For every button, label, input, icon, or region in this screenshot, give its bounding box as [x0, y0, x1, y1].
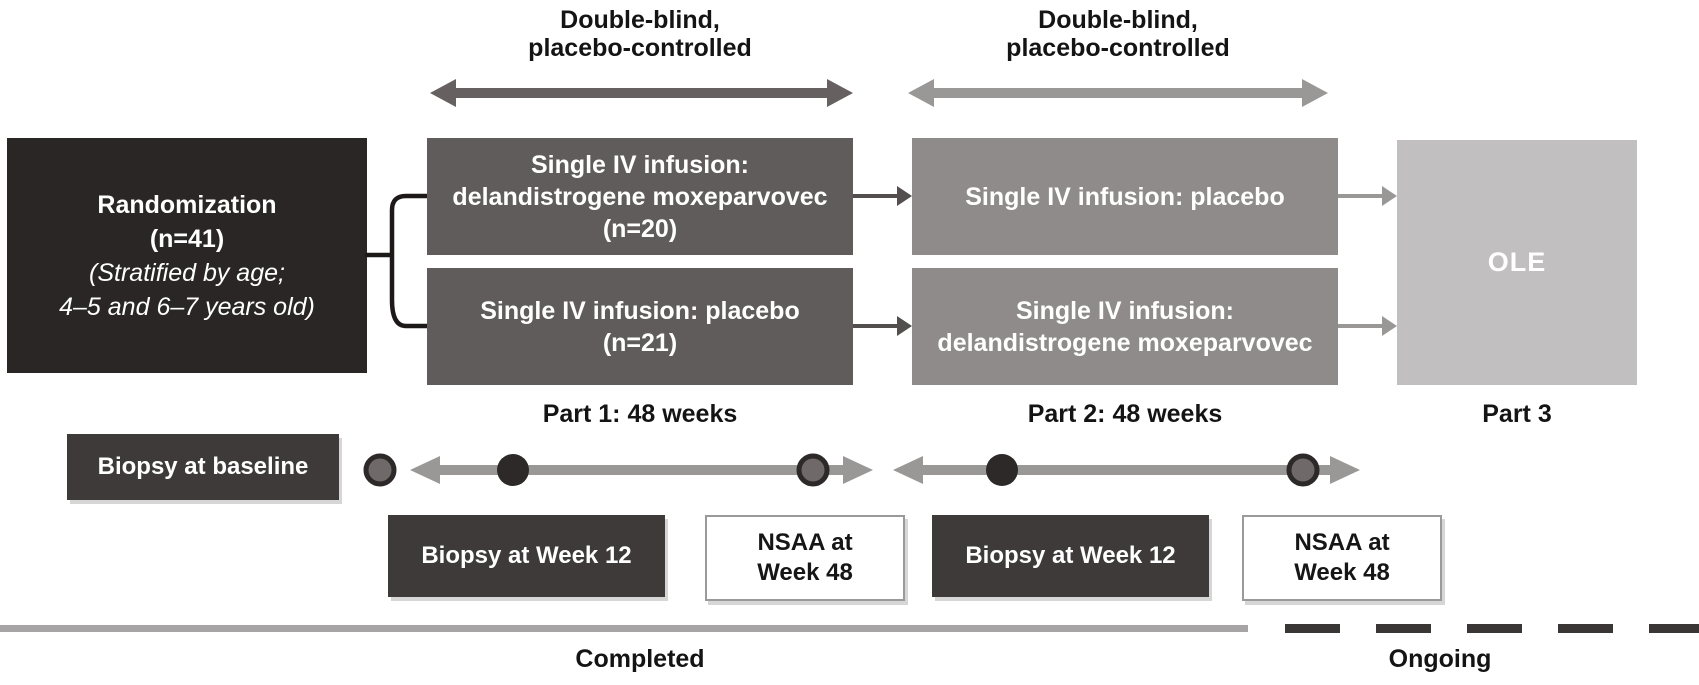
ole-label: OLE	[1487, 247, 1547, 277]
part3-label: Part 3	[1482, 400, 1552, 428]
part1-duration-label: Part 1: 48 weeks	[542, 400, 738, 428]
baseline-biopsy-dot	[363, 453, 397, 487]
completed-status-line	[0, 625, 1248, 632]
part1-week12-biopsy-box: Biopsy at Week 12	[388, 515, 665, 597]
randomization-stratification: (Stratified by age; 4–5 and 6–7 years ol…	[59, 258, 315, 321]
part2-week12-biopsy-dot	[986, 454, 1018, 486]
ongoing-status-dashed-line	[1285, 624, 1699, 633]
part2-to-ole-arm2-arrow-icon	[1338, 316, 1397, 336]
part1-week12-biopsy-label: Biopsy at Week 12	[421, 542, 632, 569]
part2-week48-nsaa-box: NSAA at Week 48	[1242, 515, 1442, 601]
part1-double-arrow-icon	[430, 79, 853, 107]
part1-week48-nsaa-box: NSAA at Week 48	[705, 515, 905, 601]
part2-arm2-box: Single IV infusion: delandistrogene moxe…	[912, 268, 1338, 385]
part1-week48-nsaa-dot	[796, 453, 830, 487]
part1-to-part2-arm1-arrow-icon	[853, 186, 912, 206]
part1-double-blind-header: Double-blind, placebo-controlled	[528, 6, 752, 62]
part2-week12-biopsy-label: Biopsy at Week 12	[965, 542, 1176, 569]
randomization-title: Randomization	[97, 190, 277, 219]
completed-label: Completed	[575, 645, 705, 673]
baseline-biopsy-label: Biopsy at baseline	[97, 453, 309, 480]
part2-week48-nsaa-dot	[1286, 453, 1320, 487]
part2-arm1-label: Single IV infusion: placebo	[965, 182, 1285, 211]
assessment-timeline	[363, 453, 1360, 487]
part2-double-blind-header: Double-blind, placebo-controlled	[1006, 6, 1230, 62]
part2-arm2-label: Single IV infusion: delandistrogene moxe…	[937, 296, 1313, 357]
baseline-biopsy-box: Biopsy at baseline	[67, 434, 339, 500]
part1-arm2-label: Single IV infusion: placebo (n=21)	[480, 296, 800, 357]
ole-box: OLE	[1397, 140, 1637, 385]
randomization-box: Randomization (n=41) (Stratified by age;…	[7, 138, 367, 373]
part1-week12-biopsy-dot	[497, 454, 529, 486]
part1-timeline-arrow-icon	[410, 456, 873, 484]
part1-week48-nsaa-label: NSAA at Week 48	[757, 529, 853, 586]
randomization-fork-bracket-icon	[364, 193, 430, 329]
part2-duration-label: Part 2: 48 weeks	[1027, 400, 1223, 428]
part2-timeline-arrow-icon	[893, 456, 1360, 484]
part1-to-part2-arm2-arrow-icon	[853, 316, 912, 336]
randomization-n: (n=41)	[149, 224, 225, 253]
part1-arm2-box: Single IV infusion: placebo (n=21)	[427, 268, 853, 385]
ongoing-label: Ongoing	[1388, 645, 1492, 673]
part2-arm1-box: Single IV infusion: placebo	[912, 138, 1338, 255]
part2-double-arrow-icon	[908, 79, 1328, 107]
part2-to-ole-arm1-arrow-icon	[1338, 186, 1397, 206]
part1-arm1-box: Single IV infusion: delandistrogene moxe…	[427, 138, 853, 255]
part1-arm1-label: Single IV infusion: delandistrogene moxe…	[452, 150, 828, 243]
part2-week48-nsaa-label: NSAA at Week 48	[1294, 529, 1390, 586]
part2-week12-biopsy-box: Biopsy at Week 12	[932, 515, 1209, 597]
